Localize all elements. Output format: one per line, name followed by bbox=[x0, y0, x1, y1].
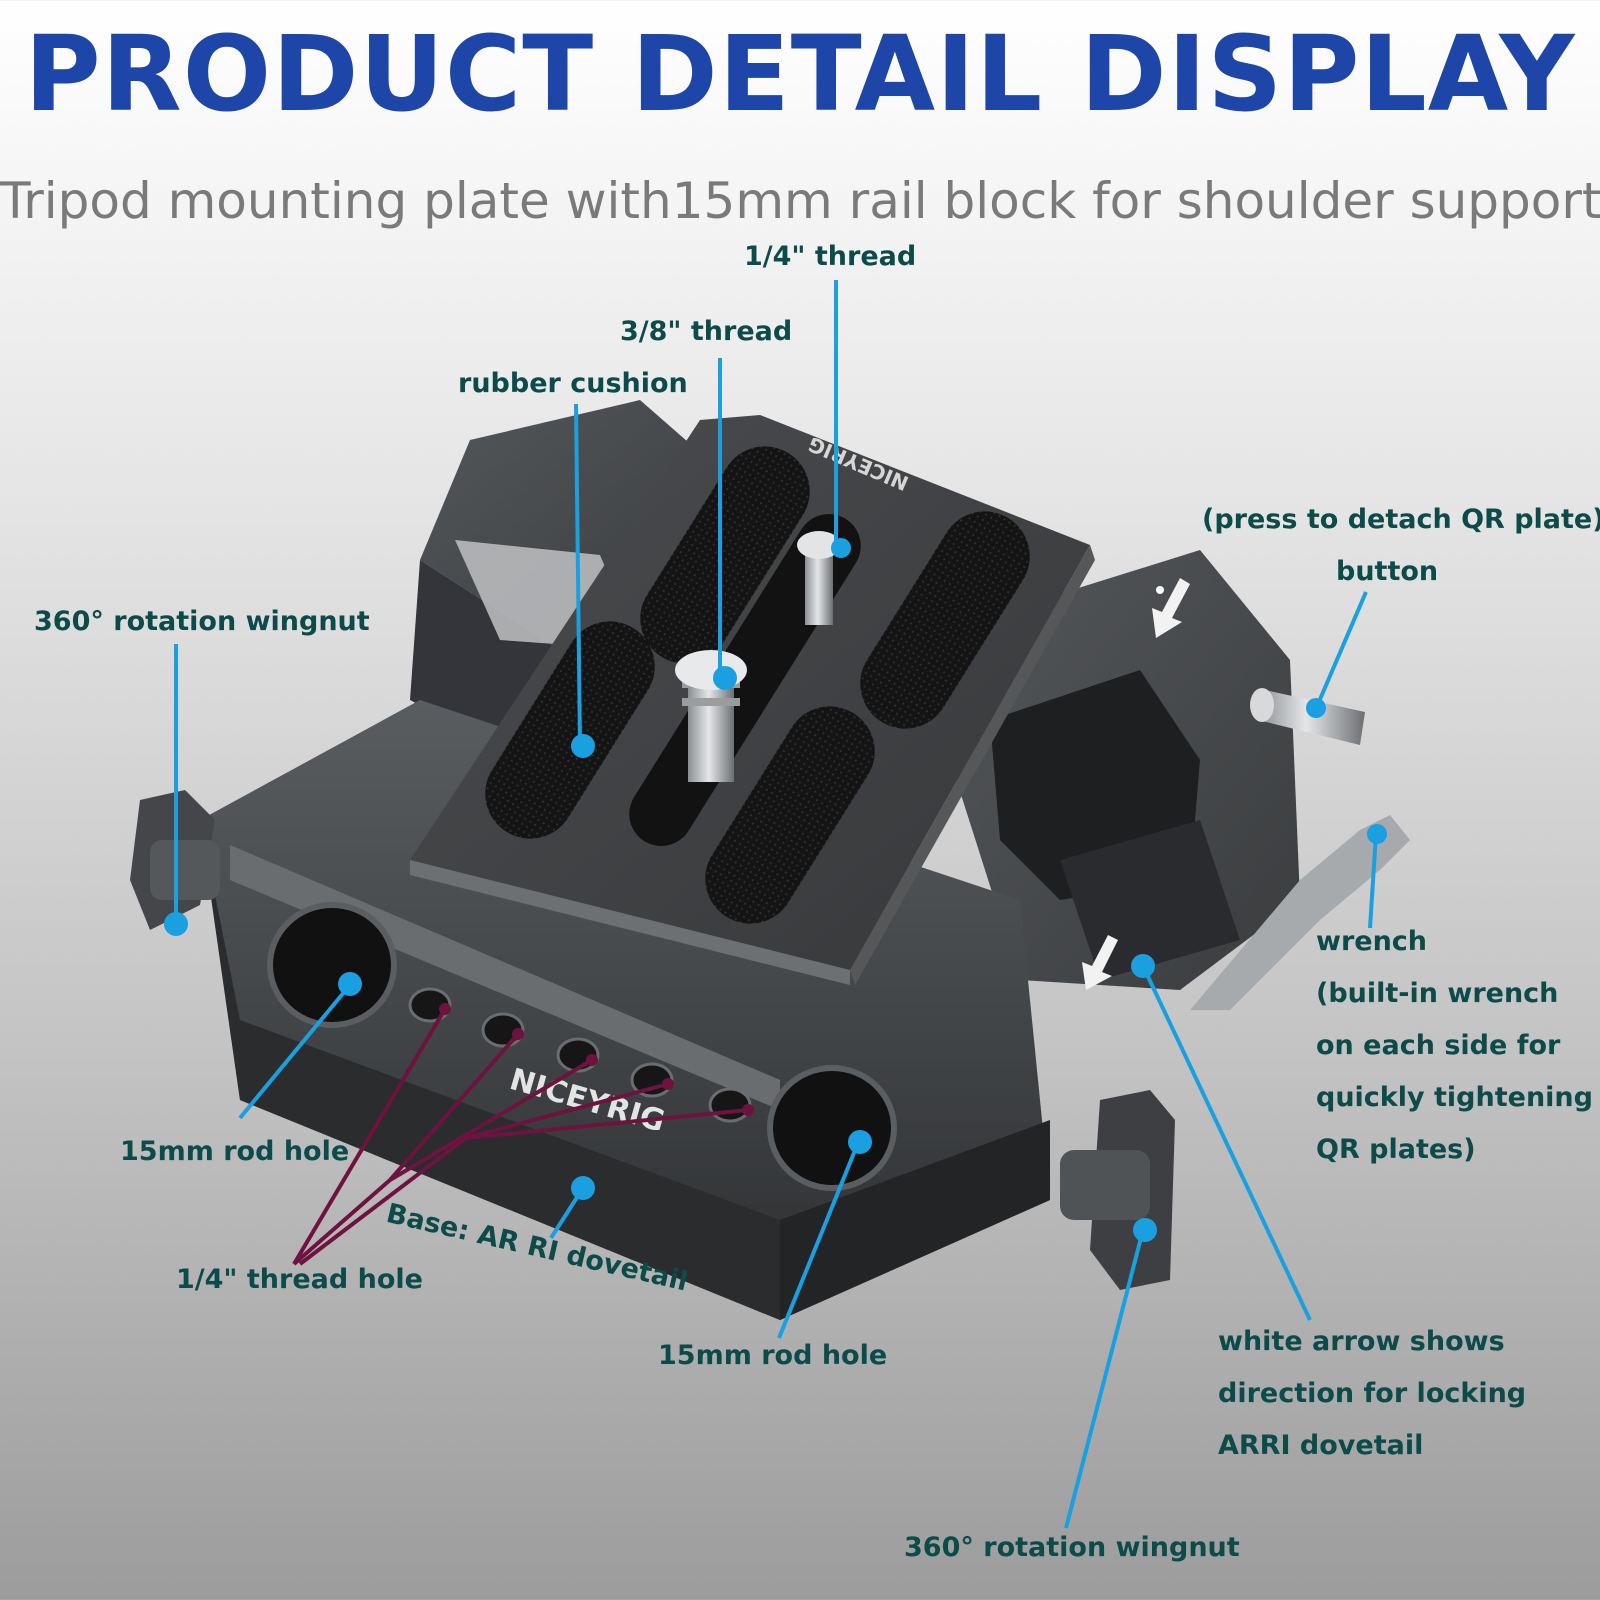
label-rubber-cushion: rubber cushion bbox=[458, 368, 688, 399]
wrench-line: QR plates) bbox=[1316, 1134, 1476, 1165]
release-button bbox=[1250, 688, 1365, 745]
page-title: PRODUCT DETAIL DISPLAY bbox=[24, 13, 1576, 135]
wrench-line: on each side for bbox=[1316, 1030, 1561, 1061]
callout-dots bbox=[164, 538, 1387, 1242]
white-arrow-line: white arrow shows bbox=[1218, 1326, 1505, 1357]
page-subtitle: Tripod mounting plate with15mm rail bloc… bbox=[0, 172, 1600, 230]
mounting-slot bbox=[629, 514, 861, 846]
built-in-wrench bbox=[1190, 815, 1410, 1010]
rubber-cushions bbox=[485, 446, 1030, 924]
white-arrow-icon bbox=[1082, 578, 1190, 990]
wrench-line: wrench bbox=[1316, 926, 1428, 957]
label-thread-hole: 1/4" thread hole bbox=[176, 1264, 423, 1295]
label-rod-hole-left: 15mm rod hole bbox=[120, 1136, 350, 1167]
wrench-line: quickly tightening bbox=[1316, 1082, 1593, 1113]
label-wingnut-right: 360° rotation wingnut bbox=[904, 1532, 1240, 1563]
callout-leaders bbox=[174, 280, 1378, 1529]
label-wingnut-left: 360° rotation wingnut bbox=[34, 606, 370, 637]
wrench-line: (built-in wrench bbox=[1316, 978, 1559, 1009]
rod-holes bbox=[267, 902, 897, 1191]
right-wingnut bbox=[1060, 1090, 1175, 1290]
white-arrow-line: direction for locking bbox=[1218, 1378, 1527, 1409]
thread-hole-dots bbox=[439, 1003, 754, 1116]
label-rod-hole-right: 15mm rod hole bbox=[658, 1340, 888, 1371]
label-button: button bbox=[1336, 556, 1439, 587]
quarter-inch-screw bbox=[797, 531, 841, 625]
white-arrow-line: ARRI dovetail bbox=[1218, 1430, 1424, 1461]
label-wrench: wrench (built-in wrench on each side for… bbox=[1316, 916, 1593, 1176]
label-press-detach: (press to detach QR plate) bbox=[1202, 504, 1600, 535]
label-three-eighths-thread: 3/8" thread bbox=[620, 316, 793, 347]
label-quarter-thread: 1/4" thread bbox=[744, 241, 917, 272]
thread-hole-leaders bbox=[292, 1007, 749, 1266]
left-wingnut bbox=[130, 790, 220, 930]
thread-holes bbox=[408, 987, 752, 1123]
label-white-arrow: white arrow shows direction for locking … bbox=[1218, 1316, 1526, 1472]
